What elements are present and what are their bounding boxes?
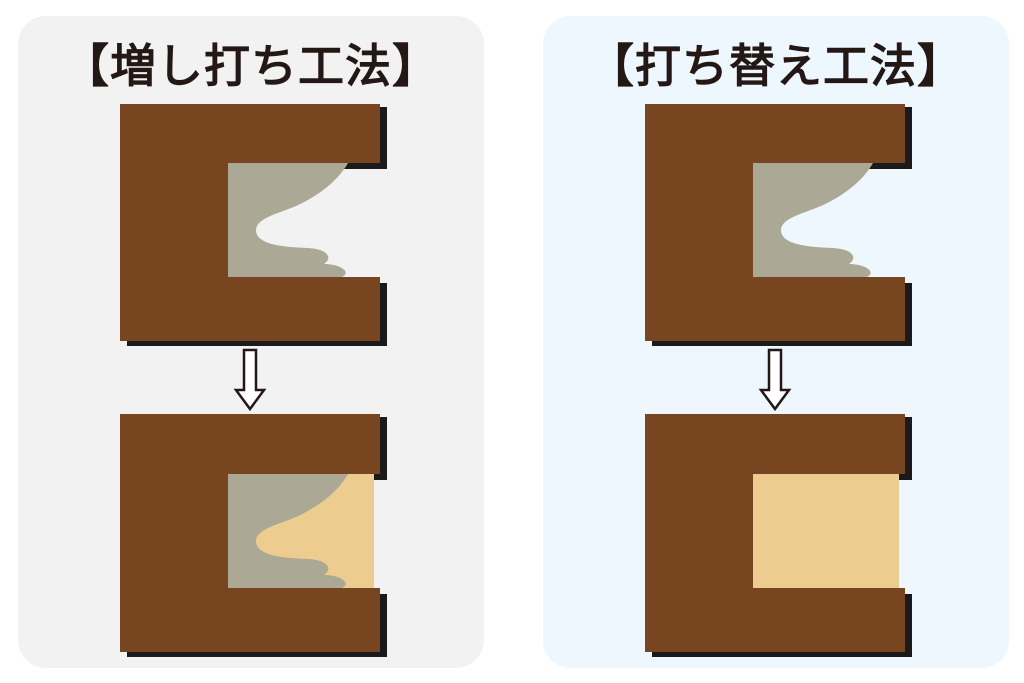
mashiuchi-before-joint	[120, 104, 387, 346]
mashiuchi-down-arrow-icon	[233, 348, 267, 412]
uchikae-after-new-sealant	[753, 474, 899, 588]
mashiuchi-diagram	[120, 104, 387, 657]
panel-mashiuchi: 【増し打ち工法】	[18, 16, 484, 668]
mashiuchi-before-old-sealant	[228, 163, 348, 277]
uchikae-after-wood-frame	[645, 414, 905, 652]
uchikae-diagram	[645, 104, 912, 657]
panel-title-mashiuchi: 【増し打ち工法】	[63, 39, 439, 93]
panel-uchikae: 【打ち替え工法】	[543, 16, 1009, 668]
panel-title-uchikae: 【打ち替え工法】	[588, 39, 964, 93]
mashiuchi-after-old-sealant	[228, 474, 348, 588]
uchikae-down-arrow-icon	[758, 348, 792, 412]
uchikae-before-old-sealant	[753, 163, 873, 277]
mashiuchi-after-wood-frame	[120, 414, 380, 652]
mashiuchi-before-wood-frame	[120, 104, 380, 341]
uchikae-before-joint	[645, 104, 912, 346]
uchikae-after-joint	[645, 414, 912, 657]
mashiuchi-after-joint	[120, 414, 387, 657]
uchikae-before-wood-frame	[645, 104, 905, 341]
